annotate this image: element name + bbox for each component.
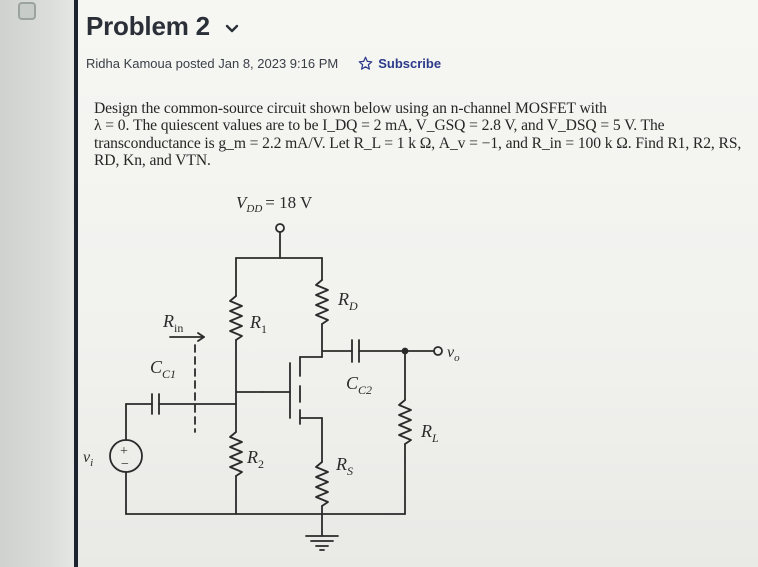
r1-label: R1 bbox=[249, 312, 267, 336]
post-title: Problem 2 bbox=[86, 11, 210, 41]
cc2-label: CC2 bbox=[346, 373, 372, 397]
problem-line-4: RD, Kn, and VTN. bbox=[94, 152, 211, 170]
rl-label: RL bbox=[420, 421, 439, 445]
problem-statement: Design the common-source circuit shown b… bbox=[94, 100, 742, 170]
vi-label: vi bbox=[83, 449, 93, 469]
post-meta: Ridha Kamoua posted Jan 8, 2023 9:16 PM … bbox=[86, 56, 441, 71]
subscribe-button[interactable]: Subscribe bbox=[358, 56, 441, 71]
source-minus-label: − bbox=[121, 457, 129, 472]
rs-label: RS bbox=[335, 454, 353, 478]
author-line: Ridha Kamoua posted Jan 8, 2023 9:16 PM bbox=[86, 56, 339, 71]
post-header: Problem 2 bbox=[86, 11, 240, 42]
r2-label: R2 bbox=[246, 447, 264, 471]
bookmark-icon[interactable] bbox=[18, 2, 36, 20]
rin-label: Rin bbox=[162, 311, 183, 335]
problem-line-3: transconductance is g_m = 2.2 mA/V. Let … bbox=[94, 134, 742, 152]
problem-line-2: λ = 0. The quiescent values are to be I_… bbox=[94, 117, 665, 135]
left-gutter bbox=[0, 0, 74, 567]
chevron-down-icon[interactable] bbox=[224, 21, 240, 37]
vdd-label: VDD= 18 V bbox=[236, 193, 313, 215]
vo-label: vo bbox=[447, 344, 460, 364]
rd-label: RD bbox=[337, 289, 358, 313]
cc1-label: CC1 bbox=[150, 357, 176, 381]
source-plus-label: + bbox=[120, 444, 128, 459]
subscribe-label: Subscribe bbox=[378, 56, 442, 71]
problem-line-1: Design the common-source circuit shown b… bbox=[94, 100, 607, 117]
star-icon bbox=[358, 56, 373, 70]
post-accent-bar bbox=[74, 0, 78, 567]
